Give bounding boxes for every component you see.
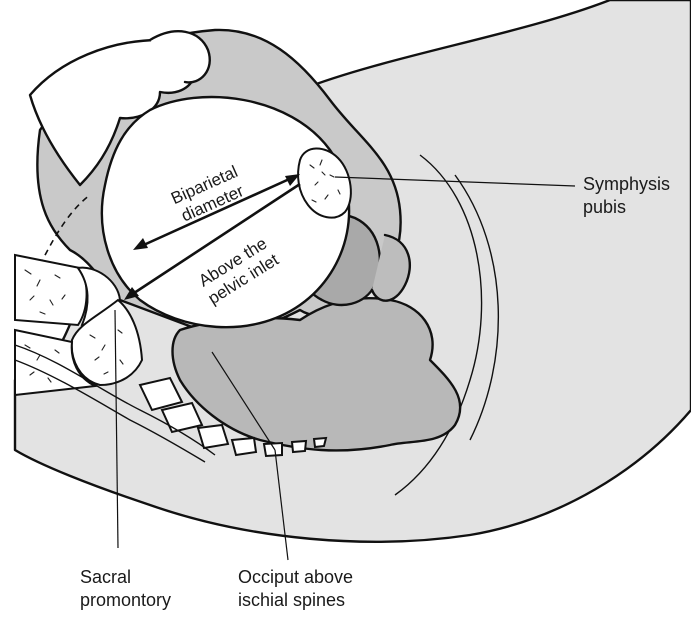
label-symphysis: Symphysis: [583, 174, 670, 194]
label-ischial-spines: ischial spines: [238, 590, 345, 610]
label-pubis: pubis: [583, 197, 626, 217]
coccyx-segment-1: [198, 425, 228, 448]
label-occiput: Occiput above: [238, 567, 353, 587]
label-sacral: Sacral: [80, 567, 131, 587]
label-promontory: promontory: [80, 590, 171, 610]
coccyx-segment-3: [264, 443, 282, 456]
coccyx-segment-4: [292, 441, 306, 452]
lumbar-vertebra: [15, 255, 87, 325]
coccyx-segment-5: [314, 438, 326, 447]
coccyx-segment-2: [232, 438, 256, 455]
